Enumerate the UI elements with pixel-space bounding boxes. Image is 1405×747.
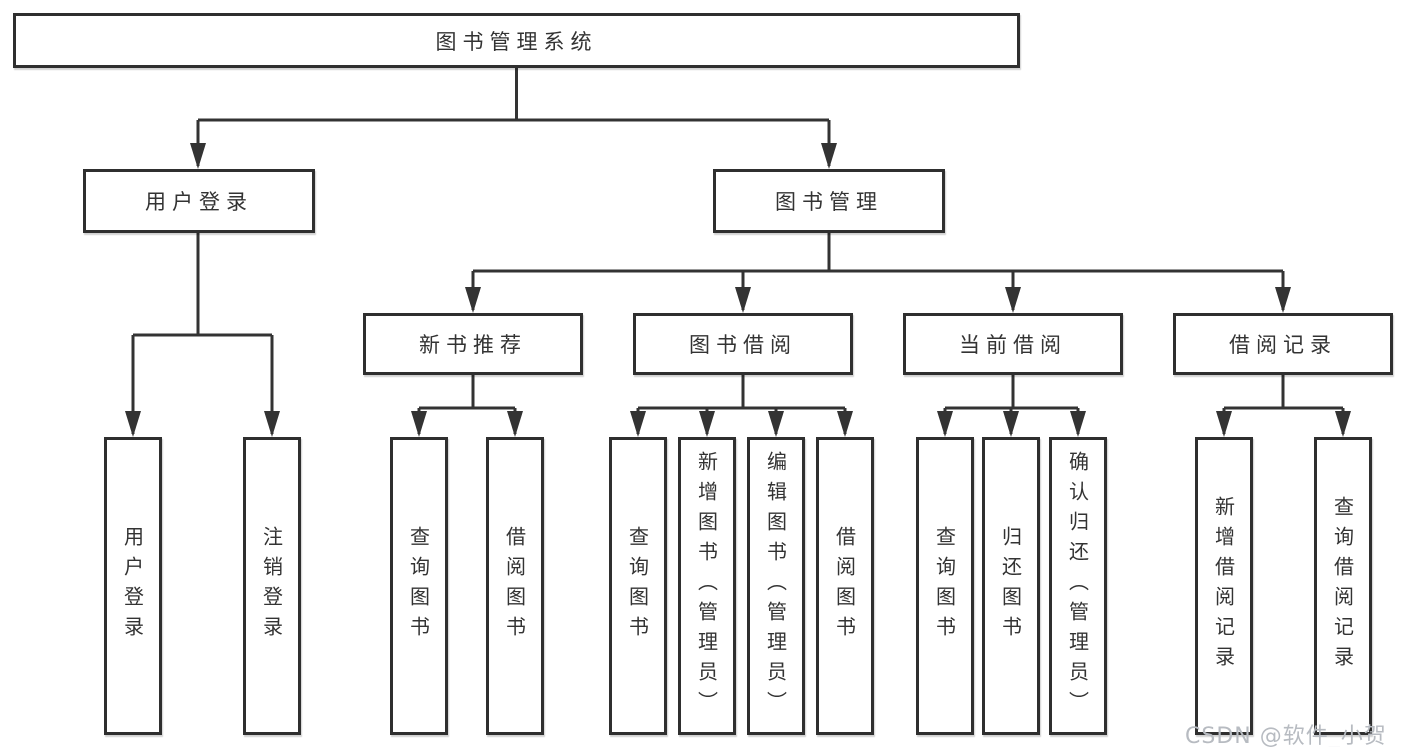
node-current-borrow: 当前借阅 [903, 313, 1123, 375]
leaf-query-borrow-record: 查询借阅记录 [1314, 437, 1372, 735]
leaf-borrow-books-recommend: 借阅图书 [486, 437, 544, 735]
leaf-edit-book-admin: 编辑图书（管理员） [747, 437, 805, 735]
node-borrow-records: 借阅记录 [1173, 313, 1393, 375]
leaf-confirm-return-admin: 确认归还（管理员） [1049, 437, 1107, 735]
node-root-system: 图书管理系统 [13, 13, 1020, 68]
leaf-query-books-recommend: 查询图书 [390, 437, 448, 735]
leaf-query-books-current: 查询图书 [916, 437, 974, 735]
node-book-management: 图书管理 [713, 169, 945, 233]
leaf-logout: 注销登录 [243, 437, 301, 735]
node-new-book-recommend: 新书推荐 [363, 313, 583, 375]
node-user-login: 用户登录 [83, 169, 315, 233]
node-book-borrow: 图书借阅 [633, 313, 853, 375]
leaf-return-book: 归还图书 [982, 437, 1040, 735]
connector-paths [131, 68, 1345, 434]
csdn-watermark: CSDN @软件_小贺同学 [1185, 724, 1387, 747]
leaf-add-borrow-record: 新增借阅记录 [1195, 437, 1253, 735]
leaf-add-book-admin: 新增图书（管理员） [678, 437, 736, 735]
leaf-borrow-books: 借阅图书 [816, 437, 874, 735]
arrowheads [125, 143, 1351, 437]
leaf-query-books-borrow: 查询图书 [609, 437, 667, 735]
leaf-user-login: 用户登录 [104, 437, 162, 735]
